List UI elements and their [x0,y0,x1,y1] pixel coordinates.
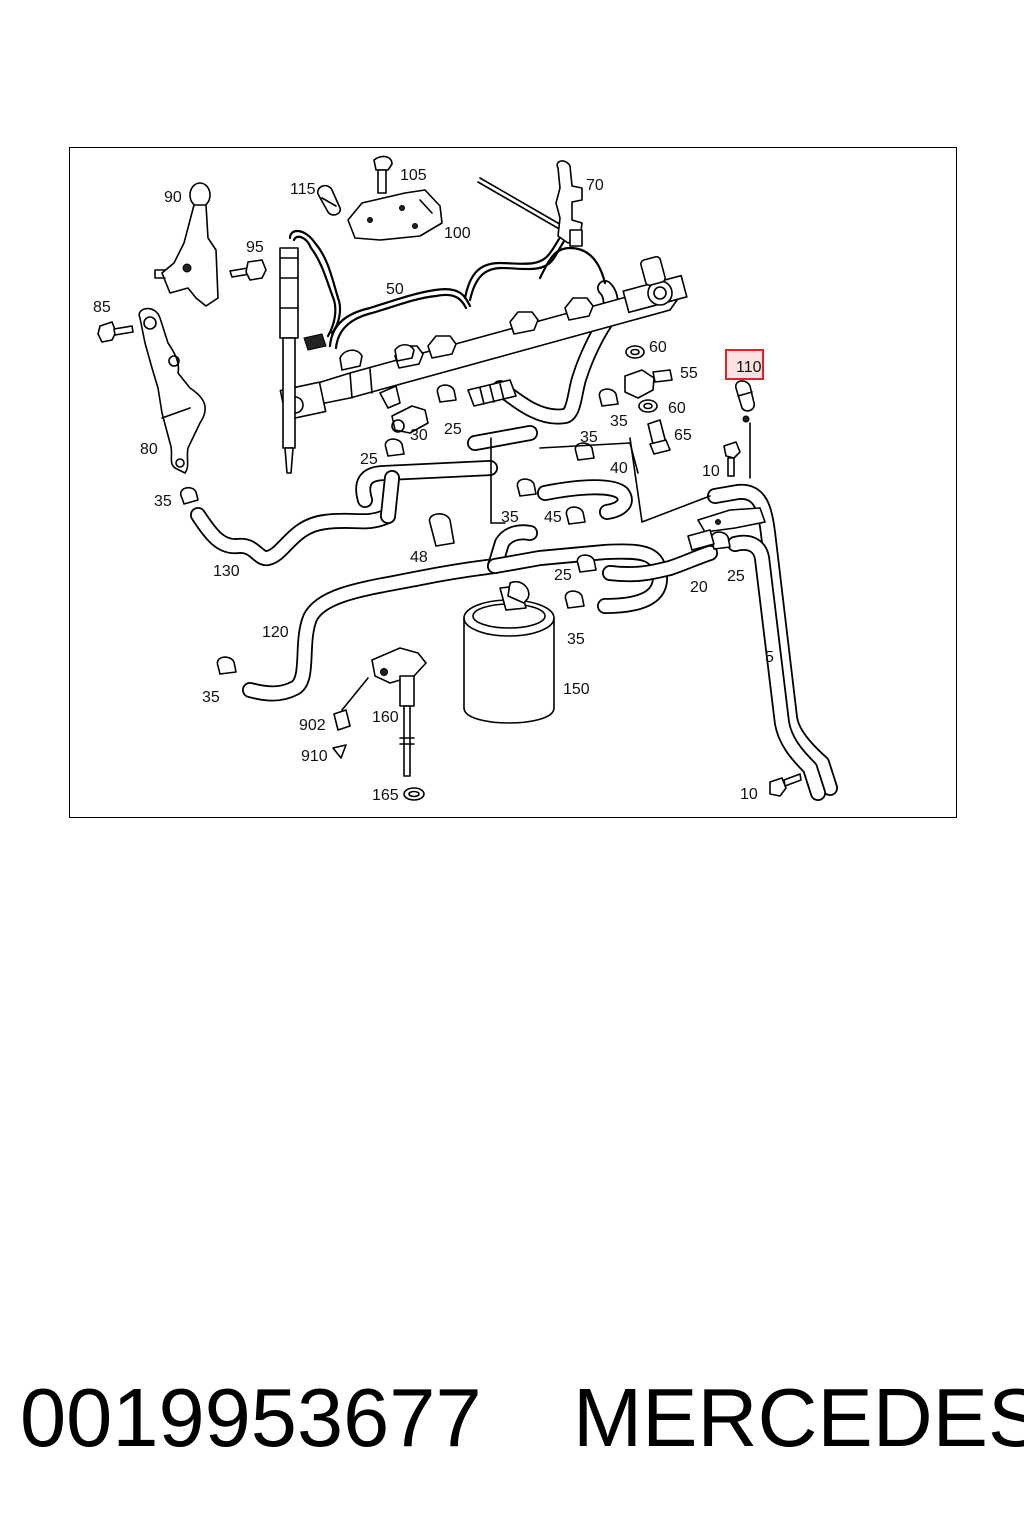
clamp-35a [179,486,199,505]
callout-150: 150 [563,681,590,698]
callout-910: 910 [301,748,328,765]
clamp-25a [384,438,405,457]
parts-diagram-frame: 90 95 85 80 115 105 100 70 50 60 55 60 6… [69,147,957,818]
clamp-25d [710,531,731,550]
fuel-system-diagram: 90 95 85 80 115 105 100 70 50 60 55 60 6… [93,155,838,804]
clamp-35e [216,656,237,675]
callout-85: 85 [93,299,111,316]
part-10-bolt-upper [723,441,741,477]
callout-48: 48 [410,549,428,566]
brand-name: MERCEDES [573,1371,1024,1464]
hose-20 [602,545,718,583]
part-902-plug [333,677,369,731]
pipe-5 [707,483,838,801]
callout-45: 45 [544,509,562,526]
clamp-25b [436,384,457,403]
part-10-bolt-lower [769,773,802,797]
clamp-45 [565,506,586,525]
connector-bottom [687,529,715,551]
pipe-5-bracket [697,507,766,533]
part-160-sensor [371,647,427,777]
part-85-bolt [97,321,134,343]
callout-902: 902 [299,717,326,734]
part-80-bracket [138,307,206,474]
part-60b-washer [638,399,658,413]
part-105-bolt [373,155,393,194]
product-caption: 0019953677 MERCEDES [0,1368,1024,1478]
callout-35-mid: 35 [580,429,598,446]
callout-labels: 90 95 85 80 115 105 100 70 50 60 55 60 6… [93,167,774,804]
part-55-fitting [624,369,673,399]
clamp-35d [516,478,537,497]
callout-115: 115 [290,181,316,198]
hose-120 [242,524,668,702]
part-910-cap [332,744,347,759]
callout-55: 55 [680,365,698,382]
callout-60-lower: 60 [668,400,686,417]
callout-165: 165 [372,787,399,804]
clamp-25c [576,554,597,573]
leader-lines [490,437,711,524]
part-number: 0019953677 [20,1371,482,1464]
callout-20: 20 [690,579,708,596]
callout-10-lower: 10 [740,786,758,803]
callout-160: 160 [372,709,399,726]
callout-35-hose: 35 [501,509,519,526]
callout-30: 30 [410,427,428,444]
callout-90: 90 [164,189,182,206]
callout-105: 105 [400,167,427,184]
clamp-35f [564,590,585,609]
callout-35-bottom-left: 35 [202,689,220,706]
part-65-banjo-bolt [647,419,671,455]
fuel-rail [279,255,688,421]
callout-130: 130 [213,563,240,580]
clamp-48 [428,513,455,547]
part-60-washer [625,345,645,359]
hose-40 [537,479,633,520]
callout-35-upper-right: 35 [610,413,628,430]
callout-35-left: 35 [154,493,172,510]
callout-25-left: 25 [360,451,378,468]
callout-65: 65 [674,427,692,444]
callout-95: 95 [246,239,264,256]
callout-80: 80 [140,441,158,458]
callout-50: 50 [386,281,404,298]
callout-25-right: 25 [727,568,745,585]
connector-30 [391,405,429,434]
injector-lines [288,224,607,350]
callout-120: 120 [262,624,289,641]
part-70-cable-tie [477,160,583,247]
callout-25-filter: 25 [554,567,572,584]
callout-5: 5 [765,649,774,666]
part-110-clip [735,380,756,479]
connector-rail-joint [467,379,517,407]
part-100-plate [347,189,443,241]
callout-70: 70 [586,177,604,194]
callout-100: 100 [444,225,471,242]
clamp-35c [574,442,595,461]
callout-110: 110 [736,359,762,376]
injector-connector [303,333,415,371]
part-150-fuel-filter [463,580,555,724]
part-95-bolt [229,259,267,281]
callout-35-filter: 35 [567,631,585,648]
part-90-bracket [154,182,219,307]
injector [279,247,299,474]
callout-40: 40 [610,460,628,477]
callout-60-upper: 60 [649,339,667,356]
clamp-35b [598,388,619,407]
callout-25-rail: 25 [444,421,462,438]
callout-10-upper: 10 [702,463,720,480]
highlight-box [725,349,764,380]
part-115-clip [317,184,342,216]
hose-25-junction [355,425,538,524]
hose-130 [190,507,396,567]
part-165-o-ring [403,787,425,801]
